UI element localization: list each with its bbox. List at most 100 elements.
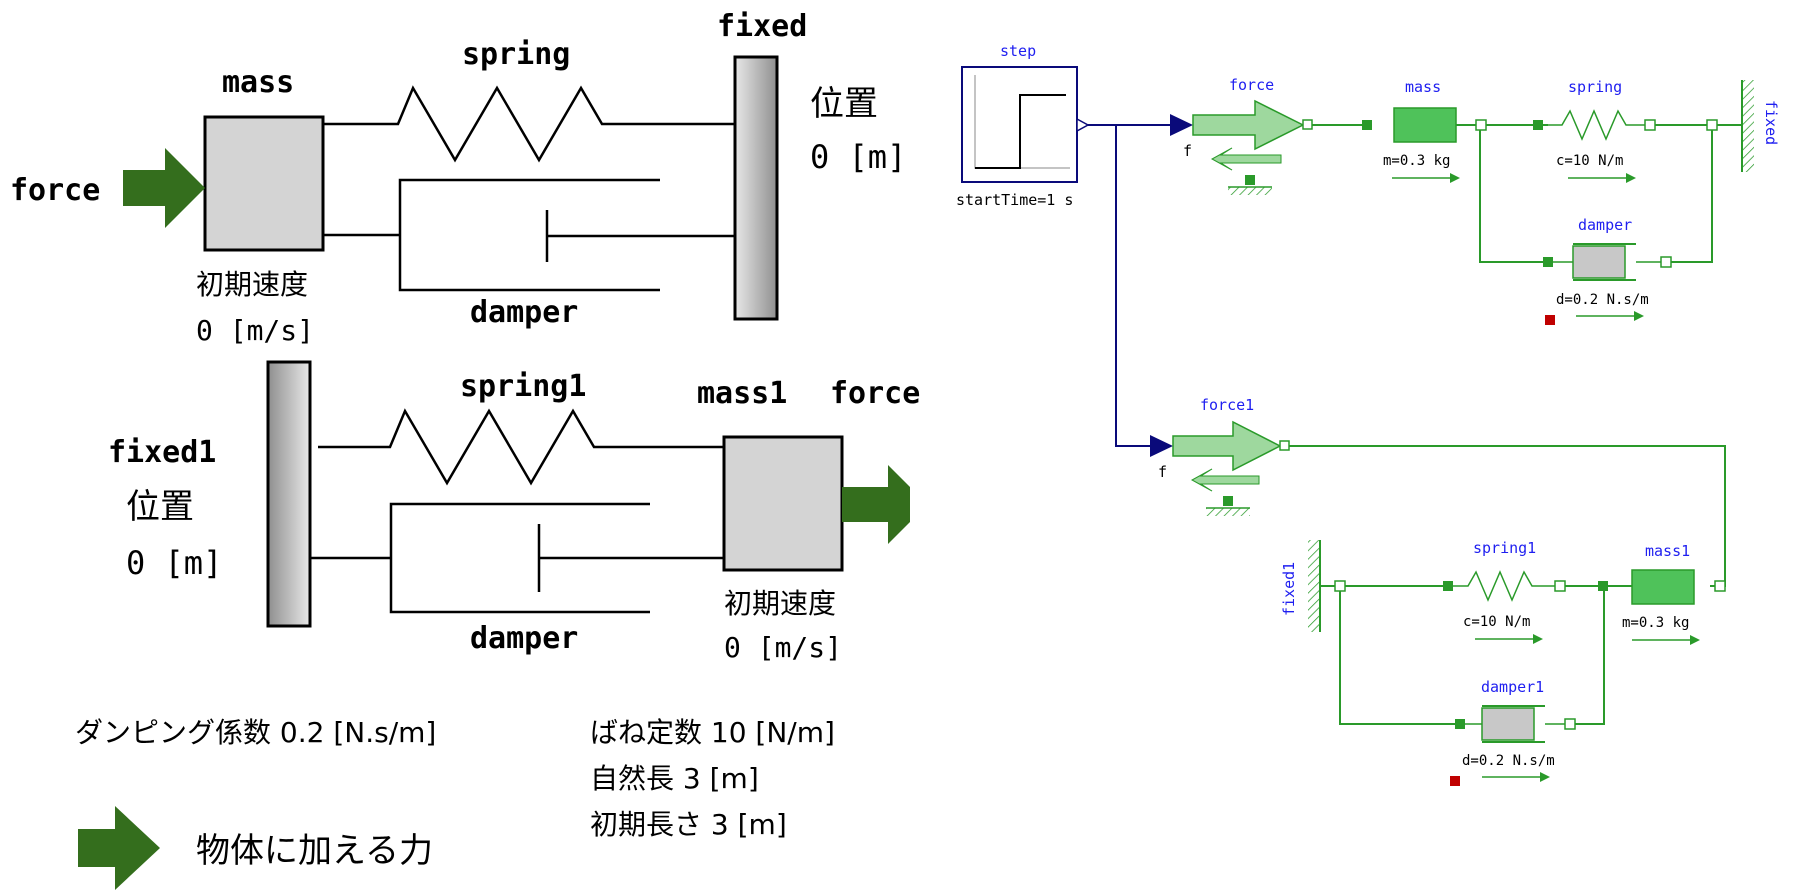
legend-arrow xyxy=(78,806,160,890)
spring1-flange-b[interactable] xyxy=(1554,580,1566,592)
spring-zigzag-om xyxy=(1548,109,1645,141)
force-support-port[interactable] xyxy=(1245,175,1255,185)
bottom-init-vel-value: 0 [m/s] xyxy=(724,631,842,664)
mass-name: mass xyxy=(1405,78,1441,96)
damper1-flange-a[interactable] xyxy=(1455,719,1465,729)
damper1-label: damper xyxy=(470,621,578,656)
damper1-flange-b[interactable] xyxy=(1564,718,1576,730)
om-connections xyxy=(1088,124,1726,725)
mass1-dir-head xyxy=(1690,635,1700,645)
natural-length: 自然長 3 [m] xyxy=(590,762,759,795)
initial-length: 初期長さ 3 [m] xyxy=(590,808,787,841)
force-flange[interactable] xyxy=(1302,119,1313,130)
damper1-name: damper1 xyxy=(1481,678,1544,696)
spring-flange-b[interactable] xyxy=(1644,119,1656,131)
damper-flange-a[interactable] xyxy=(1543,257,1553,267)
parameters: ダンピング係数 0.2 [N.s/m] ばね定数 10 [N/m] 自然長 3 … xyxy=(75,716,835,841)
step-param: startTime=1 s xyxy=(956,191,1073,209)
mass-body[interactable] xyxy=(1393,107,1457,143)
mass1-body[interactable] xyxy=(1631,569,1695,605)
force1-flange[interactable] xyxy=(1279,440,1290,451)
spring1-zigzag-om xyxy=(1453,570,1555,602)
force-name: force xyxy=(1229,76,1274,94)
mass1-flange-b[interactable] xyxy=(1714,580,1726,592)
om-fixed1[interactable]: fixed1 xyxy=(1280,540,1346,632)
force-arrow xyxy=(123,148,205,228)
fixed1-wall xyxy=(266,360,312,628)
om-step[interactable]: step startTime=1 s xyxy=(956,42,1090,209)
conn-force1-mass1 xyxy=(1285,445,1726,587)
fixed-flange[interactable] xyxy=(1706,119,1718,131)
legend: 物体に加える力 xyxy=(78,806,433,890)
pos-value: 0 [m] xyxy=(810,138,906,176)
om-force[interactable]: force f xyxy=(1170,76,1313,195)
mass1-block xyxy=(722,435,844,572)
mass-block xyxy=(203,115,325,252)
legend-text: 物体に加える力 xyxy=(196,831,433,871)
spring1-dir-head xyxy=(1533,634,1543,644)
fixed1-flange[interactable] xyxy=(1334,580,1346,592)
om-mass[interactable]: mass m=0.3 kg xyxy=(1362,78,1487,183)
spring1-zigzag xyxy=(318,408,724,486)
mass1-label: mass1 xyxy=(697,376,787,411)
spring-dir-head xyxy=(1626,173,1636,183)
damper1-heat-port[interactable] xyxy=(1450,776,1460,786)
spring-flange-a[interactable] xyxy=(1533,120,1543,130)
force1-input-port[interactable] xyxy=(1150,435,1173,457)
force1-arrow xyxy=(842,465,910,544)
om-damper[interactable]: damper d=0.2 N.s/m xyxy=(1543,216,1672,325)
om-mass1[interactable]: mass1 m=0.3 kg xyxy=(1598,542,1726,645)
spring1-param: c=10 N/m xyxy=(1463,614,1530,630)
fixed-label: fixed xyxy=(717,9,807,44)
force1-support-port[interactable] xyxy=(1223,496,1233,506)
force1-support-arrow xyxy=(1190,468,1260,492)
fixed-wall xyxy=(733,55,779,321)
damper-body-om xyxy=(1572,245,1626,279)
step-output-port[interactable] xyxy=(1076,117,1090,133)
conn-damper-loop xyxy=(1479,125,1548,263)
step-curve xyxy=(975,94,1066,169)
om-damper1[interactable]: damper1 d=0.2 N.s/m xyxy=(1450,678,1576,786)
fixed1-label: fixed1 xyxy=(108,435,216,470)
force-arrow-shape xyxy=(1192,99,1305,151)
damper-label: damper xyxy=(470,295,578,330)
spring-label: spring xyxy=(462,37,570,72)
force1-support-hatch xyxy=(1206,508,1250,516)
force-port-f: f xyxy=(1183,142,1192,160)
damper-dir-head xyxy=(1634,311,1644,321)
top-system: mass spring damper fixed force 初期速度 0 [m… xyxy=(10,9,906,347)
mass1-param: m=0.3 kg xyxy=(1622,615,1689,631)
force1-arrow-shape xyxy=(1172,420,1282,472)
om-spring1[interactable]: spring1 c=10 N/m xyxy=(1443,539,1566,644)
mass-label: mass xyxy=(222,65,294,100)
spring-name: spring xyxy=(1568,78,1622,96)
conn-damper1-right xyxy=(1575,586,1605,725)
conn-step-force1 xyxy=(1115,125,1150,447)
force-input-port[interactable] xyxy=(1170,114,1193,136)
mass-flange-b[interactable] xyxy=(1475,119,1487,131)
damper-param: d=0.2 N.s/m xyxy=(1556,292,1649,308)
om-fixed[interactable]: fixed xyxy=(1706,80,1780,172)
conn-damper-right xyxy=(1666,125,1713,263)
om-spring[interactable]: spring c=10 N/m xyxy=(1533,78,1656,183)
spring1-label: spring1 xyxy=(460,369,586,404)
fixed-hatch xyxy=(1742,80,1754,172)
mass-flange-a[interactable] xyxy=(1362,120,1372,130)
bottom-init-vel-label: 初期速度 xyxy=(724,587,836,620)
force1-name: force1 xyxy=(1200,396,1254,414)
force1-port-f: f xyxy=(1158,463,1167,481)
force-support-hatch xyxy=(1228,187,1272,195)
step-name: step xyxy=(1000,42,1036,60)
mass1-name: mass1 xyxy=(1645,542,1690,560)
fixed-name: fixed xyxy=(1762,100,1780,145)
spring1-name: spring1 xyxy=(1473,539,1536,557)
spring-zigzag xyxy=(323,85,735,163)
om-force1[interactable]: force1 f xyxy=(1150,396,1290,516)
bottom-force-label: force xyxy=(830,376,920,411)
mass1-flange-a[interactable] xyxy=(1598,581,1608,591)
spring1-flange-a[interactable] xyxy=(1443,581,1453,591)
damper-heat-port[interactable] xyxy=(1545,315,1555,325)
damper-flange-b[interactable] xyxy=(1660,256,1672,268)
init-vel-label: 初期速度 xyxy=(196,268,308,301)
